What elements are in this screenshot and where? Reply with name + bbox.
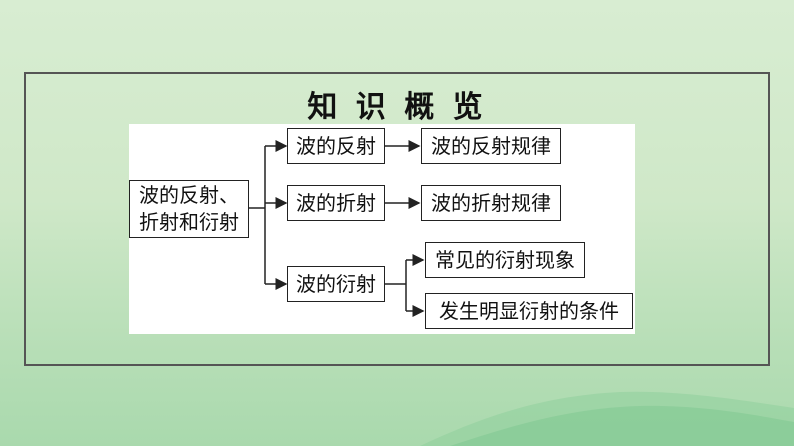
refraction-box: 波的折射 — [287, 185, 385, 221]
refraction-law-box: 波的折射规律 — [421, 185, 561, 221]
root-line-2: 折射和衍射 — [139, 210, 239, 234]
connector-lines — [249, 140, 425, 317]
reflection-law-box: 波的反射规律 — [421, 128, 561, 164]
diffraction-conditions-box: 发生明显衍射的条件 — [425, 293, 633, 329]
concept-map: 波的反射、 折射和衍射 波的反射 波的折射 波的衍射 波的反射规律 波的折射规律… — [129, 124, 635, 334]
content-frame — [24, 72, 770, 366]
page-title: 知 识 概 览 — [307, 90, 487, 125]
diffraction-phenomena-box: 常见的衍射现象 — [425, 242, 585, 278]
background-wave-decoration — [420, 391, 794, 446]
root-box: 波的反射、 折射和衍射 — [129, 180, 249, 238]
root-line-1: 波的反射、 — [139, 183, 239, 207]
reflection-box: 波的反射 — [287, 128, 385, 164]
diffraction-box: 波的衍射 — [287, 266, 385, 302]
